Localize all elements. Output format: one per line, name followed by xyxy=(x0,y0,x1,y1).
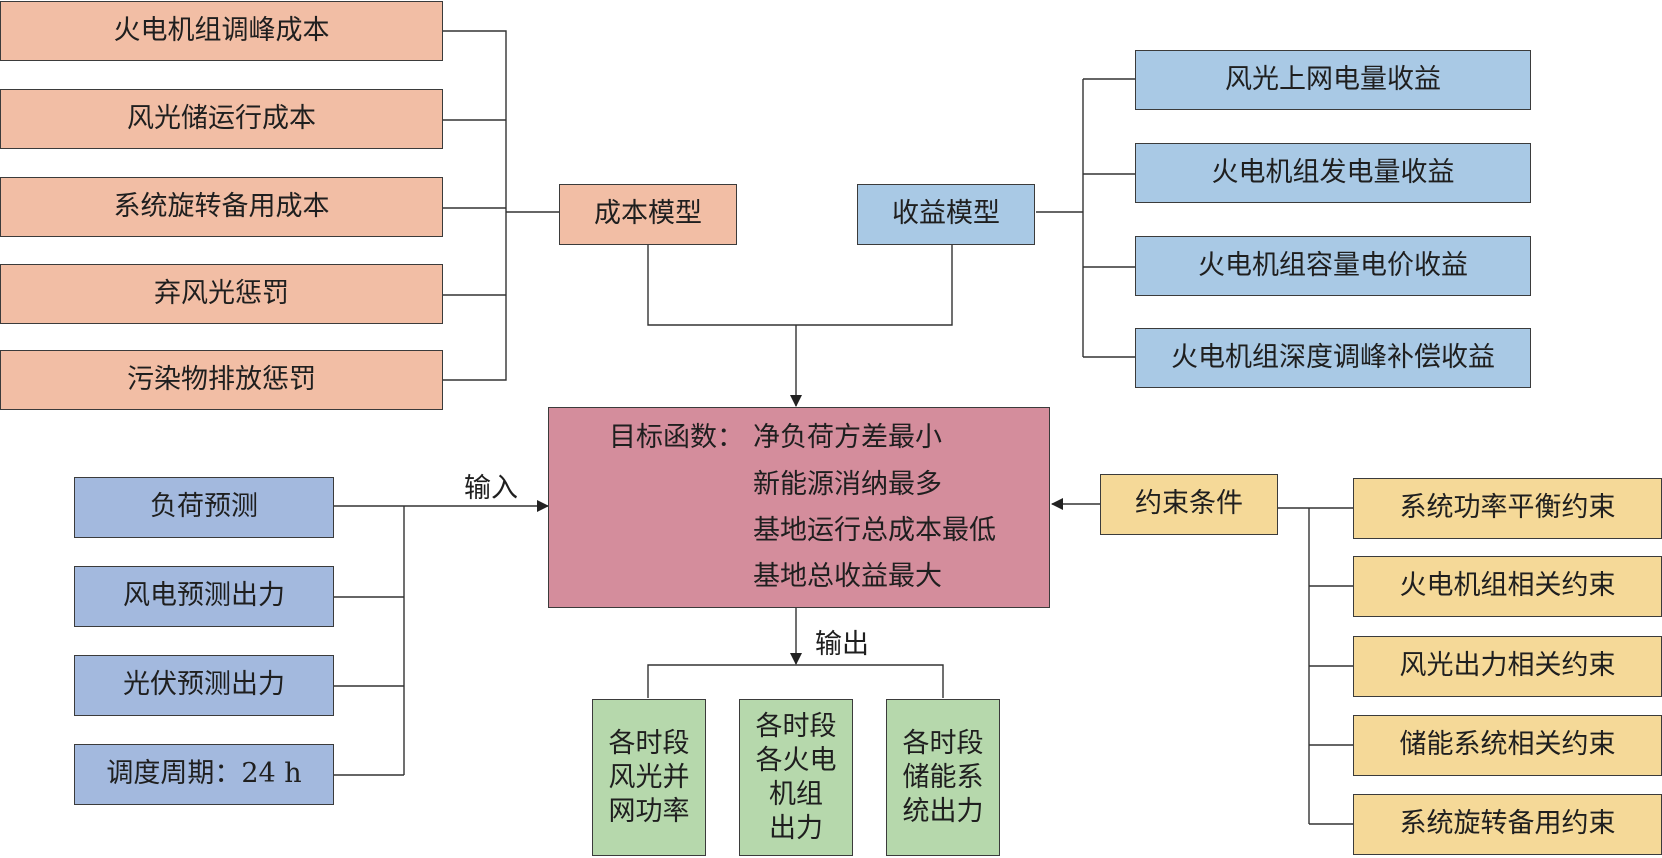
output-text-line: 网功率 xyxy=(608,795,690,827)
revenue-model-box: 收益模型 xyxy=(857,184,1035,245)
cost-item-curtailment-penalty: 弃风光惩罚 xyxy=(0,264,443,324)
input-label: 输入 xyxy=(464,473,518,504)
output-item-thermal-unit-output: 各时段 各火电 机组 出力 xyxy=(739,699,853,856)
output-text-line: 机组 xyxy=(769,778,823,810)
objective-function-box: 目标函数： 净负荷方差最小 新能源消纳最多 基地运行总成本最低 基地总收益最大 xyxy=(548,407,1050,608)
output-text-line: 各时段 xyxy=(902,727,984,759)
cost-model-box: 成本模型 xyxy=(559,184,737,245)
revenue-item-thermal-energy: 火电机组发电量收益 xyxy=(1135,143,1531,203)
cost-item-spinning-reserve: 系统旋转备用成本 xyxy=(0,177,443,237)
constraint-item-wind-solar-output: 风光出力相关约束 xyxy=(1353,636,1662,697)
output-label: 输出 xyxy=(815,629,869,660)
output-text-line: 各时段 xyxy=(755,710,837,742)
cost-item-wind-solar-storage-operation: 风光储运行成本 xyxy=(0,89,443,149)
revenue-item-deep-peaking-compensation: 火电机组深度调峰补偿收益 xyxy=(1135,328,1531,388)
input-item-dispatch-period: 调度周期：24 h xyxy=(74,744,334,805)
cost-item-thermal-peaking: 火电机组调峰成本 xyxy=(0,1,443,61)
output-text-line: 各时段 xyxy=(608,727,690,759)
input-item-pv-forecast: 光伏预测出力 xyxy=(74,655,334,716)
output-text-line: 统出力 xyxy=(902,795,984,827)
objective-item: 净负荷方差最小 xyxy=(753,422,942,453)
objective-prefix: 目标函数： xyxy=(609,422,744,453)
revenue-item-grid-energy: 风光上网电量收益 xyxy=(1135,50,1531,110)
input-item-wind-forecast: 风电预测出力 xyxy=(74,566,334,627)
output-item-storage-output: 各时段 储能系 统出力 xyxy=(886,699,1000,856)
constraint-item-power-balance: 系统功率平衡约束 xyxy=(1353,478,1662,539)
objective-item: 新能源消纳最多 xyxy=(753,469,942,500)
constraints-box: 约束条件 xyxy=(1100,474,1278,535)
output-text-line: 风光并 xyxy=(608,761,690,793)
revenue-item-thermal-capacity-price: 火电机组容量电价收益 xyxy=(1135,236,1531,296)
output-item-wind-solar-grid-power: 各时段 风光并 网功率 xyxy=(592,699,706,856)
input-item-load-forecast: 负荷预测 xyxy=(74,477,334,538)
constraint-item-thermal-units: 火电机组相关约束 xyxy=(1353,556,1662,617)
constraint-item-spinning-reserve: 系统旋转备用约束 xyxy=(1353,794,1662,855)
objective-item: 基地运行总成本最低 xyxy=(753,515,996,546)
constraint-item-storage-system: 储能系统相关约束 xyxy=(1353,715,1662,776)
objective-item: 基地总收益最大 xyxy=(753,561,942,592)
output-text-line: 出力 xyxy=(769,812,823,844)
cost-item-emission-penalty: 污染物排放惩罚 xyxy=(0,350,443,410)
output-text-line: 储能系 xyxy=(902,761,984,793)
output-text-line: 各火电 xyxy=(755,744,837,776)
